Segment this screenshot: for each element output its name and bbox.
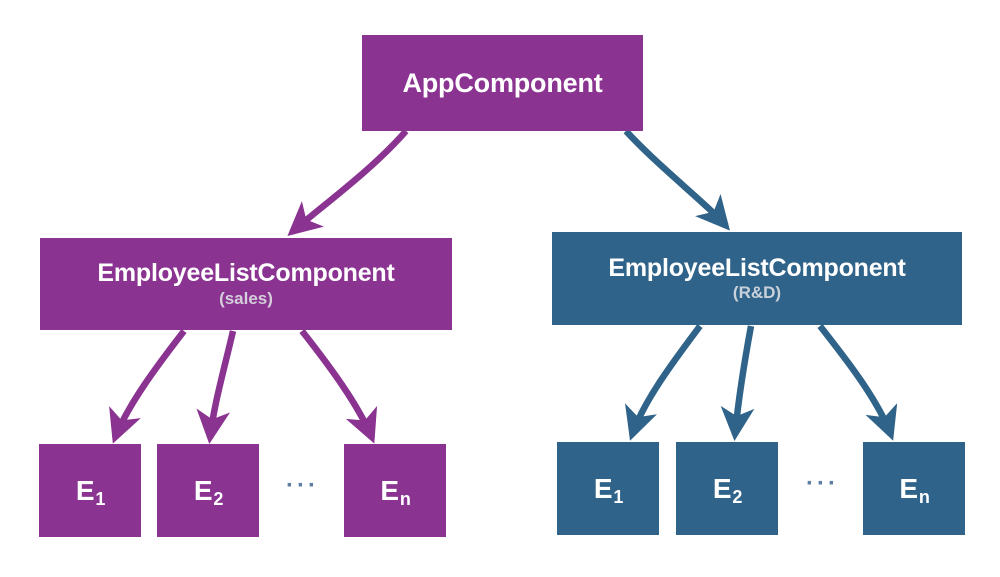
edge-sales-list-to-e1 <box>109 329 187 444</box>
node-employee-list-component-sales[interactable]: EmployeeListComponent (sales) <box>40 238 452 330</box>
employee-index: 1 <box>613 486 624 507</box>
node-employee-sales-n[interactable]: En <box>344 444 446 537</box>
employee-index: n <box>918 486 930 507</box>
node-employee-sales-1[interactable]: E1 <box>39 444 141 537</box>
employee-base-letter: E <box>380 474 399 506</box>
edge-app-to-sales-list <box>287 128 409 236</box>
node-employee-sales-n-label: En <box>380 474 410 509</box>
node-employee-sales-2-label: E2 <box>193 474 223 509</box>
node-employee-list-sales-title: EmployeeListComponent <box>97 259 395 288</box>
node-employee-list-rnd-subtitle: (R&D) <box>732 283 782 303</box>
node-employee-list-rnd-title: EmployeeListComponent <box>608 253 906 282</box>
node-employee-rnd-1-label: E1 <box>593 472 623 507</box>
node-employee-rnd-n-label: En <box>899 472 929 507</box>
node-employee-sales-1-label: E1 <box>75 474 105 509</box>
node-employee-rnd-2-label: E2 <box>712 472 742 507</box>
edge-sales-list-to-e2 <box>196 330 237 445</box>
edge-sales-list-to-en <box>299 328 378 444</box>
employee-base-letter: E <box>899 472 918 504</box>
node-app-component[interactable]: AppComponent <box>362 35 643 131</box>
employee-base-letter: E <box>593 472 613 504</box>
node-app-component-label: AppComponent <box>402 67 603 98</box>
employee-base-letter: E <box>75 474 95 506</box>
employee-index: 1 <box>95 488 106 509</box>
employee-index: n <box>399 488 411 509</box>
node-employee-rnd-n[interactable]: En <box>863 442 965 535</box>
ellipsis-sales: ··· <box>286 472 319 499</box>
employee-index: 2 <box>732 486 743 507</box>
employee-index: 2 <box>213 488 224 509</box>
node-employee-list-component-rnd[interactable]: EmployeeListComponent (R&D) <box>552 232 962 325</box>
edge-rnd-list-to-e1 <box>625 324 703 441</box>
node-employee-list-sales-subtitle: (sales) <box>219 288 273 308</box>
node-employee-rnd-2[interactable]: E2 <box>676 442 778 535</box>
edge-app-to-rnd-list <box>623 128 730 231</box>
ellipsis-rnd: ··· <box>806 470 839 497</box>
employee-base-letter: E <box>193 474 213 506</box>
edge-rnd-list-to-en <box>817 323 898 441</box>
node-employee-sales-2[interactable]: E2 <box>157 444 259 537</box>
employee-base-letter: E <box>712 472 732 504</box>
edge-rnd-list-to-e2 <box>720 325 755 442</box>
node-employee-rnd-1[interactable]: E1 <box>557 442 659 535</box>
